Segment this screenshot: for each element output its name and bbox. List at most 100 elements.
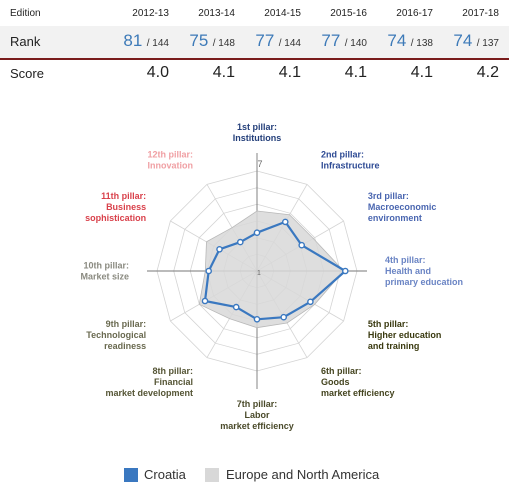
series-croatia-point <box>205 267 212 275</box>
axis-label-pillar: 5th pillar: <box>368 319 409 329</box>
axis-label-pillar: 2nd pillar: <box>321 150 364 160</box>
series-croatia-point <box>253 229 261 236</box>
score-label: Score <box>10 66 44 81</box>
rank-total: / 144 <box>278 38 301 49</box>
edition-cell: 2014-15 <box>264 8 301 19</box>
axis-label-pillar: 12th pillar: <box>147 150 193 160</box>
rank-cell: 74 / 137 <box>433 31 499 51</box>
axis-label-name: Market size <box>80 272 129 282</box>
rank-cell: 81 / 144 <box>103 31 169 51</box>
axis-label-name: primary education <box>385 277 463 287</box>
rank-value: 77 <box>255 31 275 50</box>
axis-label: 12th pillar:Innovation <box>147 150 193 171</box>
edition-cell: 2012-13 <box>132 8 169 19</box>
axis-label-pillar: 11th pillar: <box>101 191 146 201</box>
rank-cell: 75 / 148 <box>169 31 235 51</box>
rank-value: 74 <box>453 31 473 50</box>
series-croatia-point <box>232 303 240 311</box>
legend-swatch-croatia <box>124 468 138 482</box>
series-europe-area <box>198 210 345 329</box>
axis-label-pillar: 1st pillar: <box>237 122 277 132</box>
axis-label-name: Institutions <box>233 133 282 143</box>
rank-total: / 148 <box>212 38 235 49</box>
axis-label-pillar: 3rd pillar: <box>368 191 409 201</box>
series-croatia-point <box>201 297 209 305</box>
edition-label: Edition <box>10 8 41 19</box>
rank-total: / 144 <box>146 38 169 49</box>
series-croatia-point <box>280 313 288 321</box>
rank-value: 75 <box>189 31 209 50</box>
score-cell: 4.1 <box>212 64 235 81</box>
rank-total: / 137 <box>476 38 499 49</box>
score-cell: 4.1 <box>344 64 367 81</box>
rank-value: 77 <box>321 31 341 50</box>
axis-label-name: Infrastructure <box>321 161 380 171</box>
axis-label-name: Business <box>106 202 146 212</box>
radar-chart: 7 1 1st pillar:Institutions 2nd pillar:Infr… <box>80 122 463 431</box>
axis-label-name: market development <box>105 388 193 398</box>
legend-label-croatia: Croatia <box>144 467 186 482</box>
score-row: Score 4.0 4.1 4.1 4.1 4.1 4.2 <box>0 60 509 88</box>
series-croatia-point <box>216 245 223 253</box>
series-croatia-point <box>307 298 314 306</box>
axis-label-name: readiness <box>104 341 146 351</box>
axis-label-pillar: 7th pillar: <box>237 399 278 409</box>
axis-label-name: Macroeconomic <box>368 202 437 212</box>
axis-label: 1st pillar:Institutions <box>233 122 282 143</box>
score-cell: 4.0 <box>146 64 169 81</box>
axis-label-name: Technological <box>86 330 146 340</box>
axis-label-pillar: 8th pillar: <box>152 366 193 376</box>
rank-total: / 140 <box>344 38 367 49</box>
legend: Croatia Europe and North America <box>0 462 509 486</box>
series-croatia-point <box>236 238 244 246</box>
series-croatia-point <box>341 267 349 275</box>
axis-label-pillar: 4th pillar: <box>385 255 426 265</box>
axis-label-name: Goods <box>321 377 350 387</box>
rank-cell: 74 / 138 <box>367 31 433 51</box>
rank-cell: 77 / 144 <box>235 31 301 51</box>
series-croatia-point <box>281 218 289 226</box>
tick-label-min: 1 <box>257 270 261 277</box>
rank-value: 81 <box>123 31 143 50</box>
axis-label-name: market efficiency <box>321 388 395 398</box>
edition-cell: 2017-18 <box>462 8 499 19</box>
axis-label-name: Higher education <box>368 330 442 340</box>
tick-label-max: 7 <box>257 159 262 169</box>
axis-label-name: and training <box>368 341 420 351</box>
axis-label-name: market efficiency <box>220 421 294 431</box>
axis-label-name: Innovation <box>148 161 194 171</box>
axis-label-name: Health and <box>385 266 431 276</box>
score-cell: 4.1 <box>410 64 433 81</box>
score-cell: 4.2 <box>476 64 499 81</box>
axis-label: 2nd pillar:Infrastructure <box>321 150 380 171</box>
legend-swatch-europe <box>205 468 219 482</box>
rank-value: 74 <box>387 31 407 50</box>
rank-total: / 138 <box>410 38 433 49</box>
axis-label-pillar: 10th pillar: <box>83 261 129 271</box>
axis-label-pillar: 6th pillar: <box>321 366 362 376</box>
axis-label-name: environment <box>368 213 422 223</box>
series-croatia-point <box>298 241 306 249</box>
edition-cell: 2016-17 <box>396 8 433 19</box>
edition-cell: 2013-14 <box>198 8 235 19</box>
axis-label: 10th pillar:Market size <box>80 261 129 282</box>
edition-cell: 2015-16 <box>330 8 367 19</box>
series-croatia-point <box>253 315 261 323</box>
rank-cell: 77 / 140 <box>301 31 367 51</box>
score-cell: 4.1 <box>278 64 301 81</box>
axis-label-name: Financial <box>154 377 193 387</box>
axis-label-pillar: 9th pillar: <box>106 319 147 329</box>
axis-label-name: sophistication <box>85 213 146 223</box>
rank-row: Rank 81 / 144 75 / 148 77 / 144 77 / 140… <box>0 26 509 60</box>
edition-row: Edition 2012-13 2013-14 2014-15 2015-16 … <box>0 0 509 26</box>
rank-label: Rank <box>10 34 41 49</box>
legend-label-europe: Europe and North America <box>226 467 380 482</box>
axis-label-name: Labor <box>244 410 269 420</box>
